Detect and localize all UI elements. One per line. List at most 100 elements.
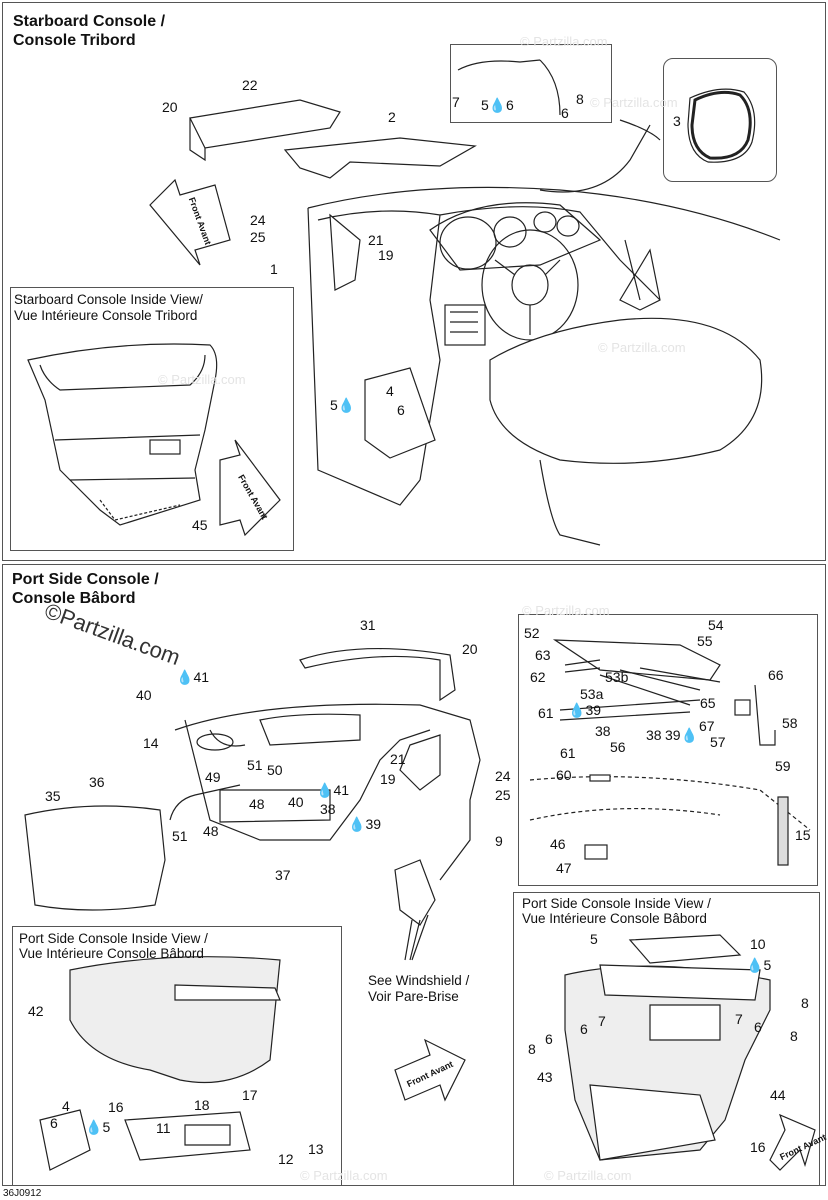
callout: 57	[710, 734, 726, 750]
port-inside-left-2: Vue Intérieure Console Bâbord	[19, 946, 204, 961]
callout: 52	[524, 625, 540, 641]
callout: 47	[556, 860, 572, 876]
callout: 38	[320, 801, 336, 817]
callout: 24	[495, 768, 511, 784]
callout: 25	[495, 787, 511, 803]
watermark: © Partzilla.com	[544, 1168, 632, 1183]
callout-with-drop: 💧5	[746, 957, 772, 973]
callout: 10	[750, 936, 766, 952]
callout: 19	[380, 771, 396, 787]
cable-part-49	[169, 784, 241, 821]
callout: 16	[108, 1099, 124, 1115]
panel-part-2	[283, 137, 477, 179]
callout: 67	[699, 718, 715, 734]
callout: 50	[267, 762, 283, 778]
callout: 17	[242, 1087, 258, 1103]
callout: 8	[576, 91, 584, 107]
callout: 45	[192, 517, 208, 533]
watermark: © Partzilla.com	[300, 1168, 388, 1183]
callout-with-drop: 💧41	[316, 782, 350, 798]
callout: 42	[28, 1003, 44, 1019]
callout: 7	[735, 1011, 743, 1027]
windshield-ref-2: Voir Pare-Brise	[368, 989, 459, 1004]
port-inside-left-1: Port Side Console Inside View /	[19, 931, 208, 946]
callout: 60	[556, 767, 572, 783]
callout: 16	[750, 1139, 766, 1155]
callout: 8	[790, 1028, 798, 1044]
starboard-gauge-detail-box	[450, 44, 612, 123]
seal-strip-part-15	[777, 796, 789, 866]
console-part-1	[307, 186, 781, 241]
callout: 20	[162, 99, 178, 115]
callout: 48	[203, 823, 219, 839]
callout: 48	[249, 796, 265, 812]
callout-with-drop: 💧39	[348, 816, 382, 832]
callout: 7	[452, 94, 460, 110]
callout: 63	[535, 647, 551, 663]
watermark: © Partzilla.com	[522, 603, 610, 618]
callout: 8	[528, 1041, 536, 1057]
seat	[489, 317, 763, 464]
callout: 36	[89, 774, 105, 790]
callout: 6	[506, 97, 514, 113]
steering-wheel	[481, 229, 579, 341]
callout: 5	[590, 931, 598, 947]
callout: 37	[275, 867, 291, 883]
callout: 1	[270, 261, 278, 277]
front-arrow-port-inside	[769, 1113, 816, 1171]
callout: 55	[697, 633, 713, 649]
callout: 46	[550, 836, 566, 852]
starboard-inside-view-1: Starboard Console Inside View/	[14, 292, 203, 307]
watermark: © Partzilla.com	[590, 95, 678, 110]
callout: 66	[768, 667, 784, 683]
callout: 43	[537, 1069, 553, 1085]
callout: 51	[172, 828, 188, 844]
callout: 19	[378, 247, 394, 263]
hinge-cover-part-52	[552, 639, 721, 681]
callout: 21	[368, 232, 384, 248]
callout: 21	[390, 751, 406, 767]
callout: 65	[700, 695, 716, 711]
callout: 56	[610, 739, 626, 755]
console-part-9	[174, 703, 481, 881]
door-part-35	[24, 805, 166, 911]
gauge-small	[493, 216, 527, 248]
callout: 14	[143, 735, 159, 751]
port-inside-right-2: Vue Intérieure Console Bâbord	[522, 911, 707, 926]
callout: 20	[462, 641, 478, 657]
callout: 58	[782, 715, 798, 731]
callout-with-drop: 💧41	[176, 669, 210, 685]
port-inside-right-1: Port Side Console Inside View /	[522, 896, 711, 911]
callout: 61	[538, 705, 554, 721]
callout: 6	[545, 1031, 553, 1047]
callout: 6	[50, 1115, 58, 1131]
port-title-2: Console Bâbord	[12, 590, 136, 607]
callout: 24	[250, 212, 266, 228]
watermark: © Partzilla.com	[520, 34, 608, 49]
callout: 35	[45, 788, 61, 804]
callout-with-drop: 39💧	[665, 727, 699, 743]
front-arrow-starboard	[149, 178, 231, 266]
callout: 18	[194, 1097, 210, 1113]
callout: 40	[136, 687, 152, 703]
callout: 4	[62, 1098, 70, 1114]
starboard-gasket-detail-box	[663, 58, 777, 182]
callout: 22	[242, 77, 258, 93]
callout-with-drop: 5💧	[330, 397, 356, 413]
callout: 38	[646, 727, 662, 743]
callout: 31	[360, 617, 376, 633]
callout: 54	[708, 617, 724, 633]
callout: 6	[397, 402, 405, 418]
callout: 11	[156, 1120, 171, 1136]
figure-code: 36J0912	[3, 1188, 42, 1199]
callout: 40	[288, 794, 304, 810]
callout: 4	[386, 383, 394, 399]
callout: 9	[495, 833, 503, 849]
callout: 15	[795, 827, 811, 843]
throttle-lever	[619, 239, 661, 311]
callout: 38	[595, 723, 611, 739]
gauge-large	[439, 216, 497, 270]
callout: 3	[673, 113, 681, 129]
callout: 6	[754, 1019, 762, 1035]
lid-part-10	[628, 934, 742, 964]
